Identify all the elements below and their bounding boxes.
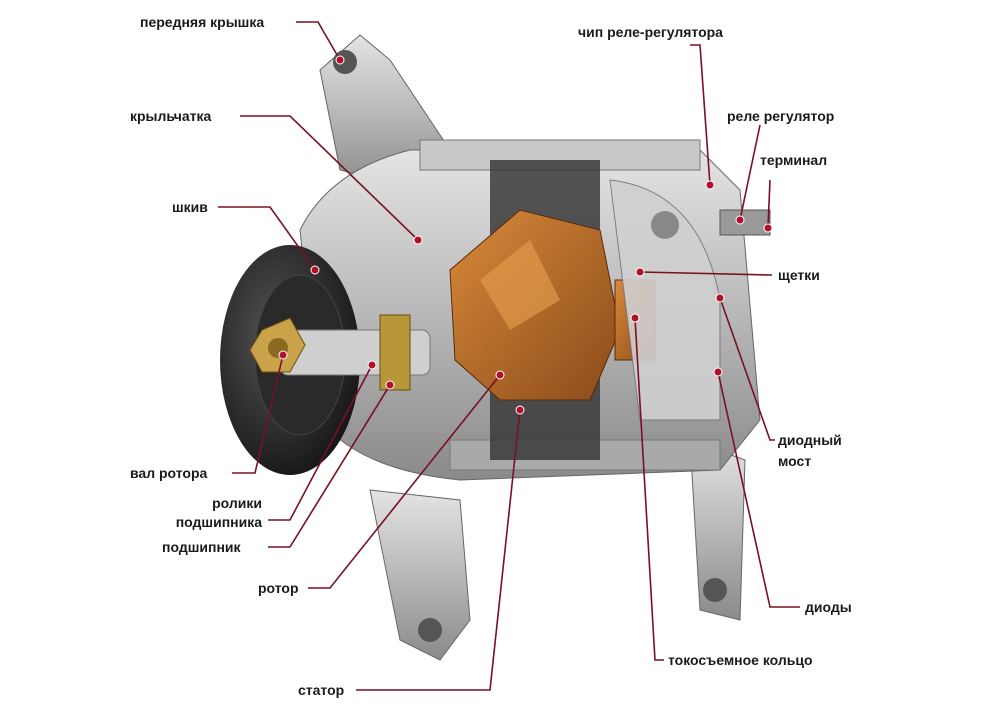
label-diode-bridge-line2: мост [778, 453, 812, 469]
label-bearing-rollers-line1: ролики [212, 495, 262, 511]
leader-dots [278, 55, 773, 415]
label-rotor-shaft: вал ротора [130, 465, 208, 481]
terminal [719, 209, 771, 236]
leader-lines [218, 21, 800, 691]
lower-bracket [369, 489, 471, 661]
label-pulley: шкив [172, 199, 208, 215]
label-stator: статор [298, 682, 345, 698]
label-regulator-chip: чип реле-регулятора [578, 24, 723, 40]
label-terminal: терминал [760, 152, 828, 168]
label-brushes: щетки [778, 267, 820, 283]
label-diodes: диоды [805, 599, 852, 615]
label-diode-bridge-line1: диодный [778, 432, 842, 448]
label-impeller: крыльчатка [130, 108, 212, 124]
label-bearing: подшипник [162, 539, 241, 555]
label-front-cover: передняя крышка [140, 14, 265, 30]
label-regulator-relay: реле регулятор [727, 108, 835, 124]
label-slip-ring: токосъемное кольцо [668, 652, 813, 668]
label-rotor: ротор [258, 580, 299, 596]
label-bearing-rollers-line2: подшипника [175, 514, 262, 530]
